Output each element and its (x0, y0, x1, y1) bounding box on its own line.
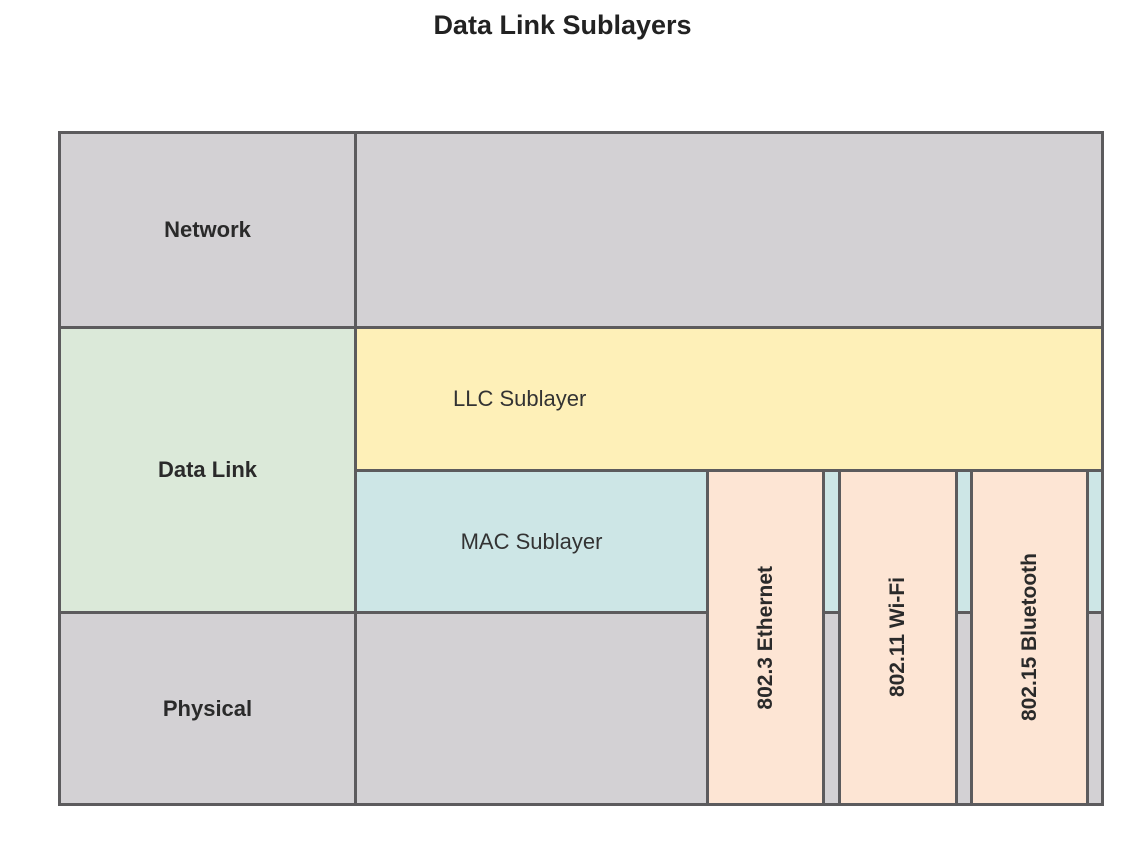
llc-label: LLC Sublayer (453, 386, 587, 411)
bluetooth-label: 802.15 Bluetooth (1017, 553, 1041, 722)
standard-wifi: 802.11 Wi-Fi (838, 469, 958, 806)
ethernet-label: 802.3 Ethernet (753, 565, 777, 710)
physical-label: Physical (162, 695, 253, 721)
mac-label: MAC Sublayer (460, 528, 603, 554)
diagram-title: Data Link Sublayers (433, 10, 692, 40)
standard-bluetooth: 802.15 Bluetooth (970, 469, 1089, 806)
network-label: Network (164, 217, 251, 242)
standard-ethernet: 802.3 Ethernet (706, 469, 825, 806)
network-layer-label: Network (58, 131, 357, 329)
data-link-layer-label: Data Link (58, 326, 357, 614)
physical-layer-area (354, 611, 709, 806)
mac-sublayer: MAC Sublayer (354, 469, 709, 614)
network-layer-area (354, 131, 1104, 329)
wifi-label: 802.11 Wi-Fi (886, 577, 909, 698)
data-link-label: Data Link (157, 457, 258, 482)
physical-layer-label: Physical (58, 611, 357, 806)
llc-sublayer: LLC Sublayer (354, 326, 1104, 472)
